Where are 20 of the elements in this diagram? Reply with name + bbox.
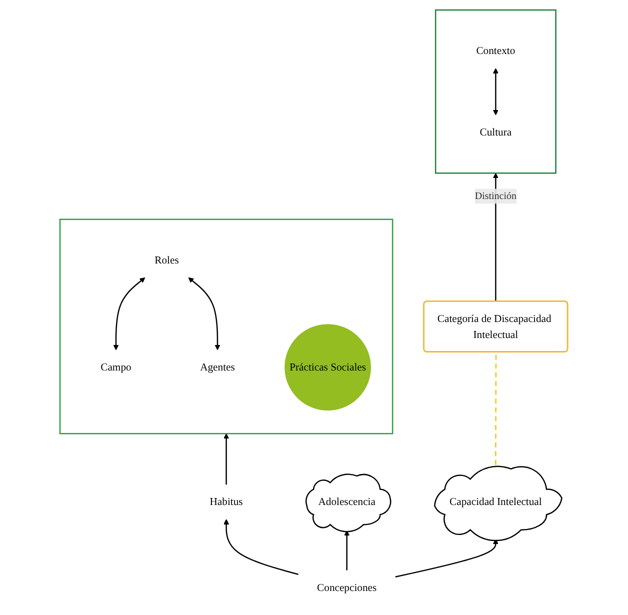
node-text: Concepciones	[317, 582, 377, 594]
edge-label: Distinción	[475, 190, 517, 202]
node-circle: Prácticas Sociales	[284, 324, 372, 410]
cluster	[435, 9, 557, 174]
cluster	[60, 218, 394, 434]
node-text: Cultura	[480, 126, 512, 138]
node-text: Agentes	[200, 361, 236, 374]
node-text: Habitus	[210, 496, 244, 508]
arrow	[224, 519, 299, 575]
arrow	[395, 538, 499, 578]
arrow	[188, 277, 220, 350]
node-text: Roles	[154, 254, 180, 266]
node-text: Campo	[100, 361, 132, 374]
arrow	[113, 277, 146, 350]
node-text: Contexto	[476, 44, 516, 57]
arrow	[344, 530, 350, 570]
arrow	[493, 172, 499, 302]
connector	[495, 352, 497, 465]
arrow	[224, 433, 230, 485]
arrow	[493, 68, 499, 116]
